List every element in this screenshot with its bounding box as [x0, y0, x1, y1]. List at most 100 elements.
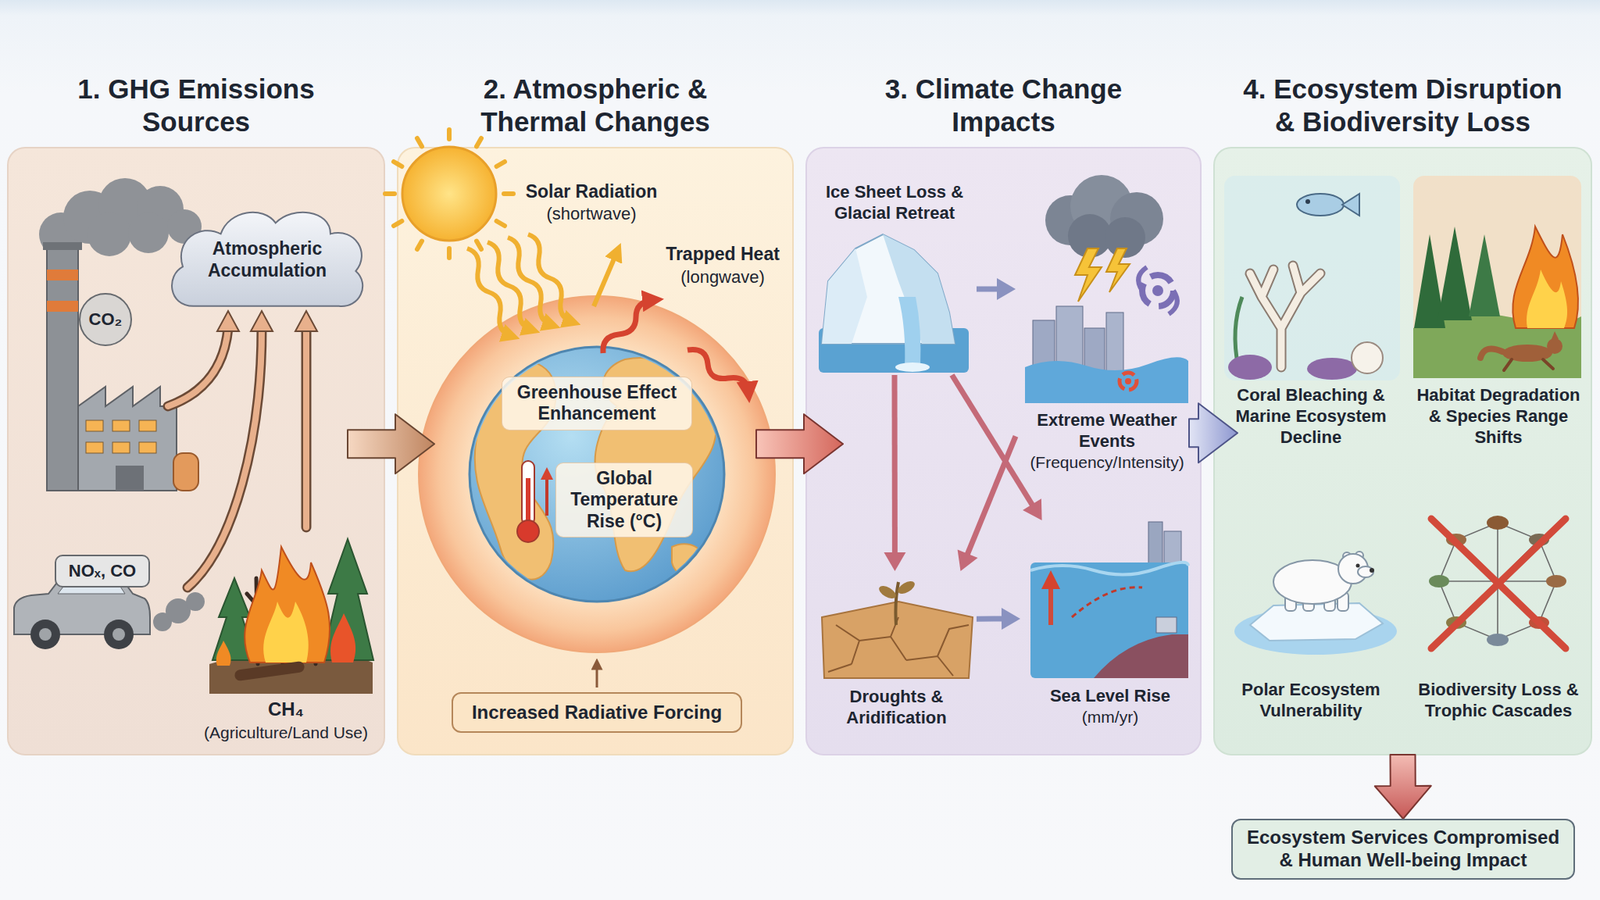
polar-icon [1234, 551, 1397, 655]
factory-icon [46, 269, 79, 281]
cloud-outline [171, 212, 363, 307]
impact-tile: Sea Level Rise(mm/yr) [1020, 520, 1200, 731]
box-label: Increased Radiative Forcing [464, 701, 730, 725]
impact-tile: Droughts & Aridification [816, 571, 977, 731]
glacier-icon [821, 234, 955, 344]
coral-icon [1250, 265, 1321, 368]
flow-arrow [756, 414, 843, 474]
impact-arrow [952, 375, 1043, 521]
coral-icon [1228, 354, 1272, 380]
arrow-head [996, 278, 1016, 300]
storm-icon [1119, 372, 1137, 390]
box-label: Ecosystem Services Compromised & Human W… [1242, 826, 1565, 872]
storm-icon [1168, 290, 1178, 315]
tile-label: Droughts & Aridification [816, 685, 977, 729]
emission-arrows [295, 310, 318, 332]
label-holder: (longwave) [680, 267, 765, 288]
factory-icon [112, 420, 130, 432]
arrow-head [883, 552, 906, 572]
sun-icon [476, 138, 482, 147]
gas-label: CH₄ [267, 698, 304, 722]
panel-heading: 1. GHG Emissions Sources [55, 72, 337, 139]
sea-level-icon [1148, 521, 1163, 569]
coral-icon [1224, 175, 1400, 381]
tile-label: Extreme Weather Events [1015, 409, 1199, 452]
sun-icon [402, 146, 497, 241]
emission-arrows [187, 328, 262, 588]
drought-icon [877, 583, 899, 601]
heading-holder: 2. Atmospheric & Thermal Changes [446, 72, 744, 139]
label-holder: (shortwave) [546, 203, 637, 225]
radiation-arrows [487, 242, 532, 330]
sea-level-icon [1071, 587, 1143, 618]
stage-panel: 1. GHG Emissions SourcesAtmospheric Accu… [7, 147, 385, 755]
cloud-label: Atmospheric Accumulation [197, 238, 337, 282]
flow-arrow-body [756, 414, 843, 474]
factory-icon [46, 300, 79, 312]
impact-arrow [976, 278, 1016, 300]
panel-heading: 3. Climate Change Impacts [847, 72, 1161, 139]
storm-icon [1125, 378, 1132, 385]
gas-note: (Agriculture/Land Use) [203, 722, 368, 743]
habitat-icon [1503, 359, 1512, 371]
earth-globe [418, 296, 775, 653]
car-icon [185, 592, 205, 611]
earth-globe [469, 346, 725, 602]
car-icon [112, 628, 125, 641]
storm-icon [1138, 267, 1178, 315]
food-web-icon [1431, 518, 1566, 649]
food-web-icon [1546, 575, 1567, 588]
tile-label: (mm/yr) [1020, 706, 1200, 728]
factory-icon [78, 386, 177, 491]
label-holder: Trapped Heat [665, 243, 780, 266]
earth-globe [418, 296, 775, 653]
coral-icon [1305, 199, 1311, 204]
habitat-icon [1480, 348, 1503, 358]
emission-arrows [217, 310, 240, 332]
storm-icon [1152, 285, 1164, 297]
polar-icon [1369, 567, 1375, 573]
panel-ground [7, 147, 1592, 755]
sea-level-icon [1093, 634, 1189, 679]
panel-heading: 4. Ecosystem Disruption & Biodiversity L… [1236, 72, 1569, 139]
flow-arrow-body [1375, 754, 1432, 819]
ecosystem-tile: Polar Ecosystem Vulnerability [1221, 506, 1401, 743]
wildfire-icon [209, 539, 374, 694]
sun-icon [496, 161, 505, 167]
factory-icon [42, 242, 83, 250]
ecosystem-tile: Coral Bleaching & Marine Ecosystem Decli… [1221, 167, 1401, 469]
food-web-icon [1431, 518, 1566, 649]
flow-arrow [1189, 403, 1238, 463]
factory-icon [85, 420, 104, 432]
storm-icon [1119, 372, 1137, 390]
effect-box: Greenhouse Effect Enhancement [501, 376, 693, 431]
habitat-icon [1542, 359, 1554, 369]
tile-label: Sea Level Rise [1020, 685, 1200, 707]
polar-icon [1250, 603, 1383, 641]
wildfire-icon [244, 546, 330, 663]
food-web-icon [1431, 518, 1566, 649]
radiation-note: (longwave) [680, 267, 765, 288]
thermometer-icon [517, 520, 540, 543]
storm-icon [1025, 357, 1189, 404]
radiation-label: Trapped Heat [665, 243, 780, 266]
tile-label: Ice Sheet Loss & Glacial Retreat [812, 181, 977, 224]
factory-icon [139, 420, 157, 432]
habitat-icon [1551, 331, 1559, 340]
coral-icon [1307, 357, 1358, 380]
radiation-arrows [467, 234, 749, 688]
smoke-plume [128, 212, 169, 254]
coral-icon [1250, 265, 1321, 368]
sea-level-icon [1030, 562, 1189, 679]
impact-arrow [957, 435, 1016, 572]
sun-icon [503, 191, 514, 197]
tile-label: Habitat Degradation & Species Range Shif… [1410, 384, 1586, 448]
radiation-arrows [603, 300, 654, 354]
wildfire-icon [233, 660, 305, 682]
emission-arrows [303, 328, 310, 528]
glacier-icon [898, 296, 921, 368]
sea-level-icon [1156, 617, 1177, 633]
storm-icon [1075, 248, 1102, 302]
sun-icon [496, 221, 505, 226]
